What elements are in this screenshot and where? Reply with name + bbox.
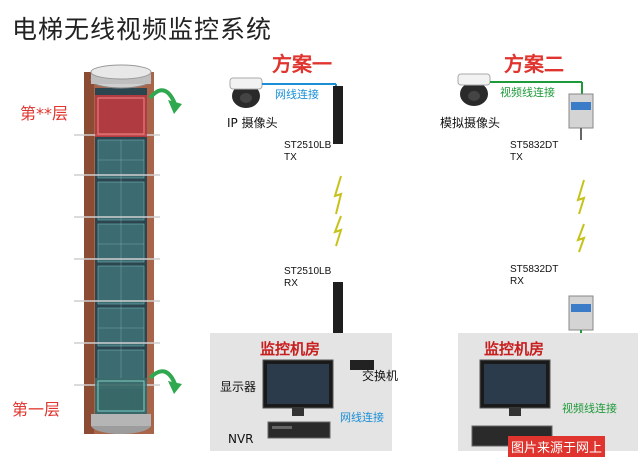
top-floor-label: 第**层 [20,104,69,123]
tx-unit-icon [568,93,594,140]
scheme2-link-top-label: 视频线连接 [500,86,555,99]
nvr-label: NVR [228,432,254,446]
scheme2-graphics [457,73,594,393]
room2-equipment [471,359,553,447]
rx-unit-icon [568,295,594,331]
analog-camera-icon [457,73,491,106]
scheme2-title: 方案二 [504,52,564,76]
scheme1-title: 方案一 [272,52,332,76]
scheme2-tx-label: TX [510,152,523,163]
bottom-floor-label: 第一层 [12,400,61,419]
scheme2-tx-model: ST5832DT [510,140,559,151]
rx-antenna-icon [333,282,343,338]
scheme1-link-bottom-label: 网线连接 [340,411,384,424]
scheme2-camera-label: 模拟摄像头 [440,116,501,130]
scheme1-rx-model: ST2510LB [284,266,332,277]
floor-arrows [148,88,182,394]
scheme2-rx-model: ST5832DT [510,264,559,275]
page-title: 电梯无线视频监控系统 [12,15,273,44]
scheme1-tx-model: ST2510LB [284,140,332,151]
scheme2-rx-label: RX [510,276,524,287]
monitor-icon [262,359,334,416]
scheme1-tx-label: TX [284,152,297,163]
watermark: 图片来源于网上 [508,436,606,457]
nvr-icon [267,421,331,439]
room2-title: 监控机房 [484,340,545,358]
elevator-shaft [74,64,160,434]
scheme2-link-bottom-label: 视频线连接 [562,402,617,415]
room1-title: 监控机房 [260,340,321,358]
switch-label: 交换机 [362,369,399,383]
monitor-icon [479,359,551,416]
switch-icon [350,360,374,370]
scheme1-camera-label: IP 摄像头 [227,116,278,130]
ip-camera-icon [229,77,263,108]
room1-equipment [262,359,374,439]
tx-antenna-icon [333,86,343,144]
scheme1-rx-label: RX [284,278,298,289]
scheme1-link-top-label: 网线连接 [275,88,319,101]
monitor-label: 显示器 [220,380,257,394]
